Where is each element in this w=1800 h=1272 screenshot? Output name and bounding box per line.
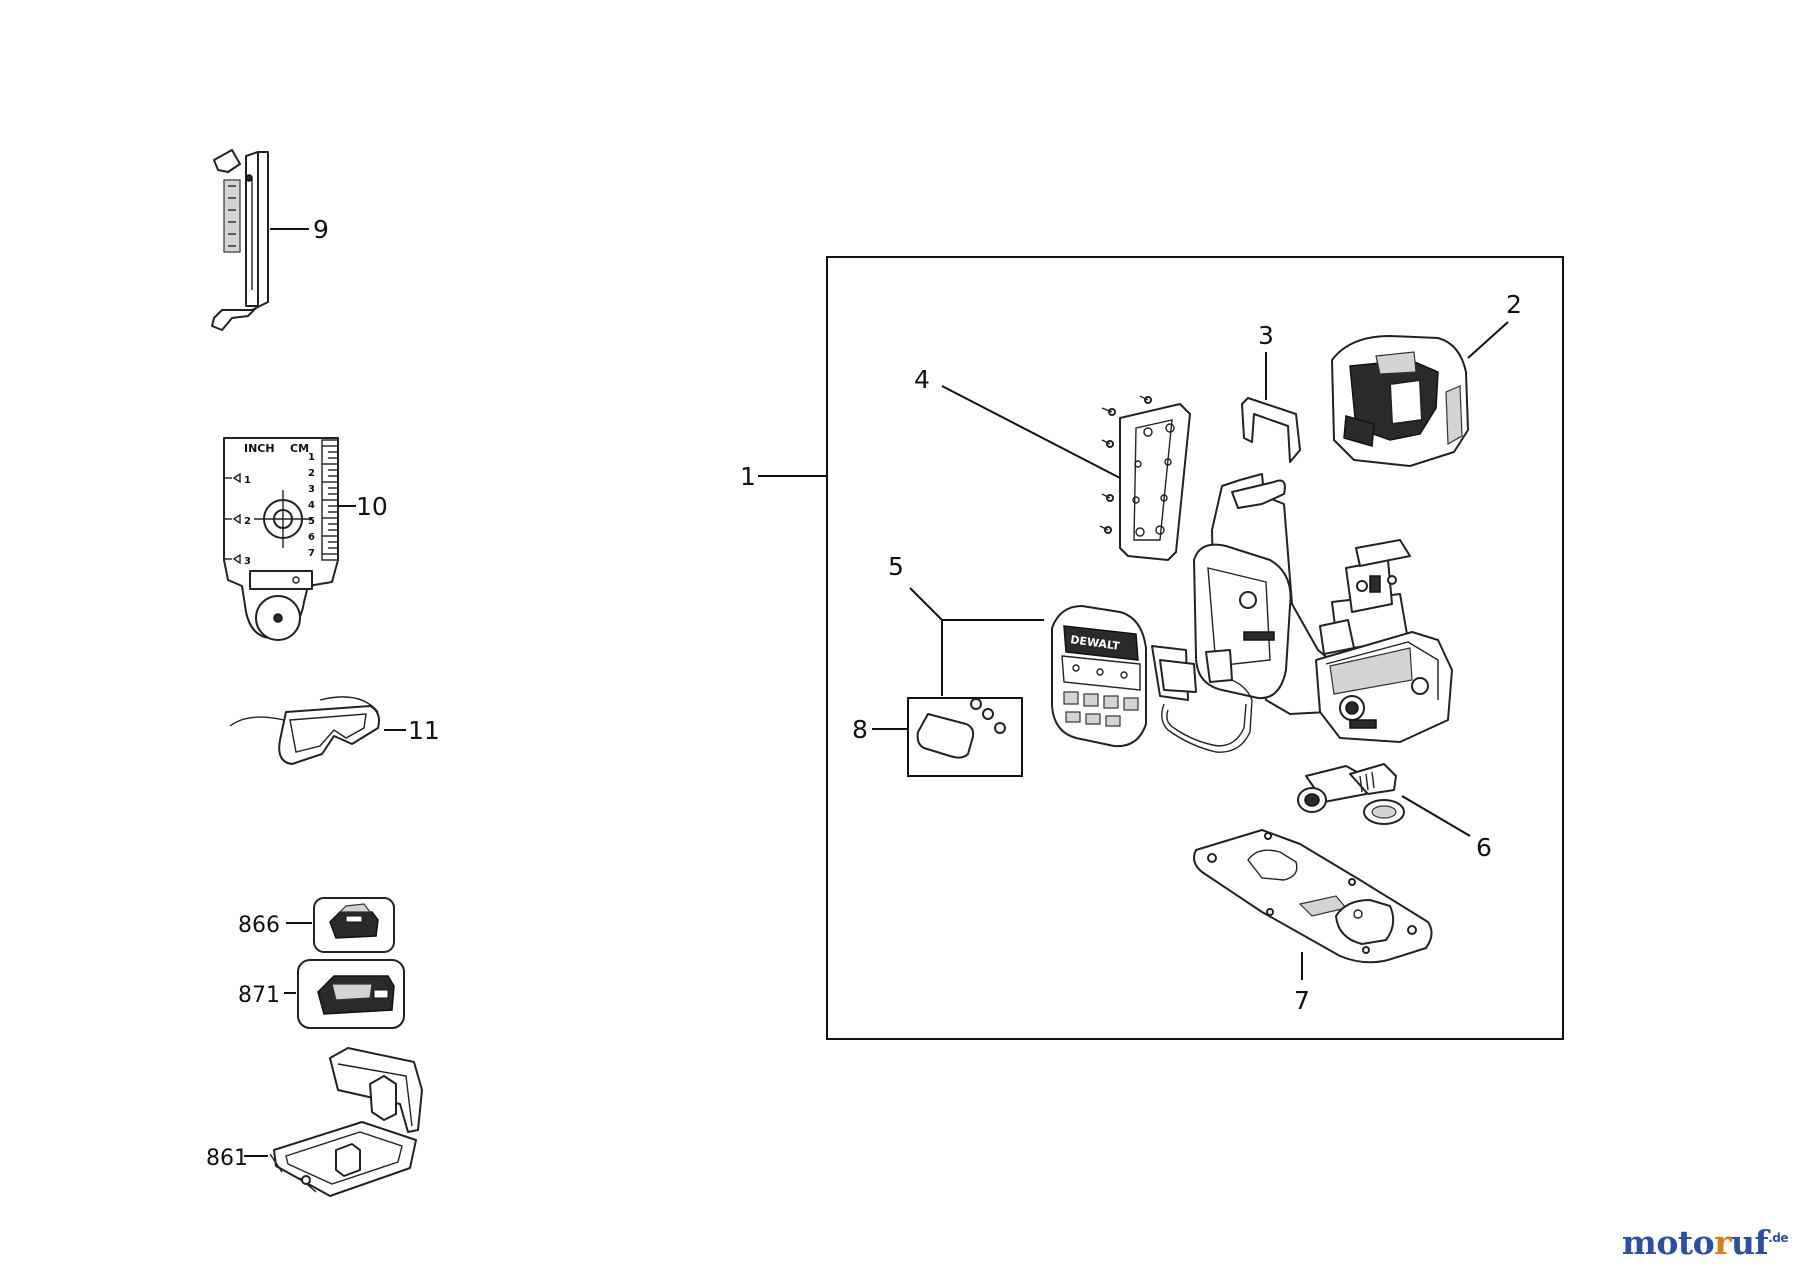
callout-9: 9: [313, 215, 329, 244]
callout-7: 7: [1294, 986, 1310, 1015]
watermark-part-c: uf: [1731, 1223, 1769, 1262]
card-cm-mark: 6: [308, 532, 315, 543]
watermark-part-b: r: [1714, 1223, 1731, 1262]
card-cm-mark: 5: [308, 516, 315, 527]
bracket-part-9: [211, 149, 269, 331]
leader-2: [1467, 321, 1509, 359]
card-inch-mark: 3: [244, 556, 251, 567]
watermark-suffix: .de: [1768, 1231, 1788, 1245]
callout-5: 5: [888, 552, 904, 581]
callout-2: 2: [1506, 290, 1522, 319]
card-inch-label: INCH: [244, 442, 275, 455]
callout-10: 10: [356, 492, 388, 521]
case-part-861: [269, 1047, 423, 1197]
glasses-part-11: [229, 696, 380, 765]
callout-11: 11: [408, 716, 440, 745]
base-plate-part-7: [1193, 829, 1433, 964]
card-cm-mark: 1: [308, 452, 315, 463]
card-cm-label: CM: [290, 442, 309, 455]
window-kit-part-8: [916, 698, 1006, 759]
top-cover-part-2: [1331, 335, 1469, 467]
plate-part-4: [1099, 395, 1191, 561]
card-cm-mark: 3: [308, 484, 315, 495]
card-cm-mark: 7: [308, 548, 315, 559]
leader-6: [1401, 795, 1471, 837]
callout-866: 866: [238, 913, 280, 938]
watermark-logo: motoruf.de: [1621, 1223, 1789, 1262]
watermark-part-a: moto: [1621, 1223, 1715, 1262]
card-cm-mark: 2: [308, 468, 315, 479]
main-housing: [1193, 473, 1453, 743]
leader-5: [909, 587, 1044, 621]
card-inch-mark: 2: [244, 516, 251, 527]
callout-8: 8: [852, 715, 868, 744]
target-card-part-10: INCH CM 1 2 3 1 2 3 4 5 6 7: [223, 437, 339, 641]
thread-adapter-part-6: [1297, 763, 1405, 825]
card-inch-mark: 1: [244, 475, 251, 486]
leader-4: [941, 385, 1121, 479]
window-kit-box-8: [907, 697, 1023, 777]
card-cm-mark: 4: [308, 500, 315, 511]
main-assembly-frame: [826, 256, 1564, 1040]
callout-861: 861: [206, 1146, 248, 1171]
callout-4: 4: [914, 365, 930, 394]
frame-part-3: [1241, 397, 1301, 463]
callout-6: 6: [1476, 833, 1492, 862]
charger-part-871: [317, 975, 395, 1015]
battery-part-866: [329, 903, 379, 939]
callout-1: 1: [740, 462, 756, 491]
callout-871: 871: [238, 983, 280, 1008]
callout-3: 3: [1258, 321, 1274, 350]
keypad-part-5: DEWALT: [1051, 605, 1253, 753]
